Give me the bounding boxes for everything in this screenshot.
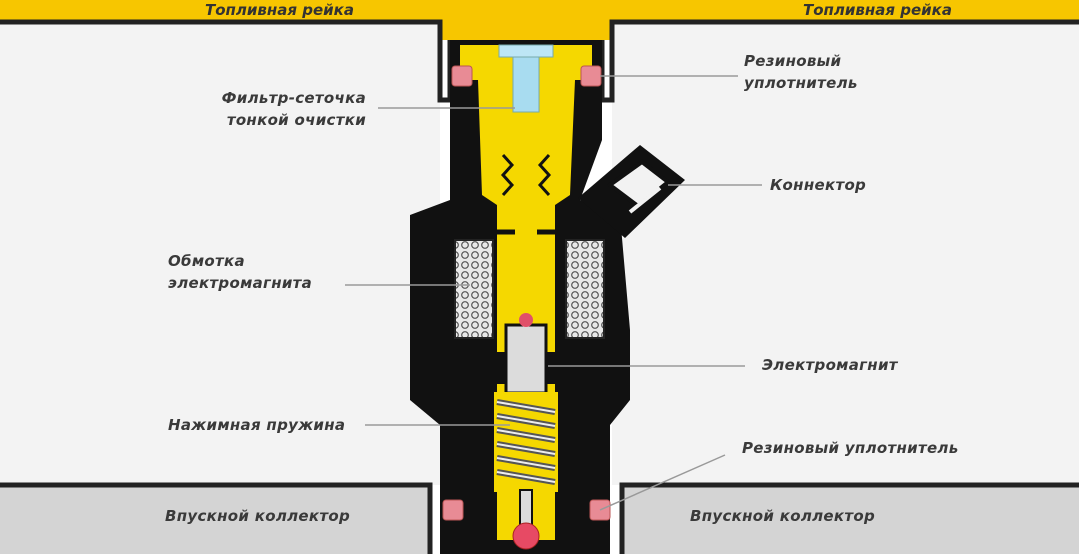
- wall-right: [612, 22, 1079, 485]
- rail-label-right: Топливная рейка: [803, 1, 952, 19]
- label-filter: Фильтр-сеточка тонкой очистки: [196, 87, 366, 131]
- label-filter-line2: тонкой очистки: [226, 111, 366, 129]
- label-seal-bottom: Резиновый уплотнитель: [742, 439, 959, 457]
- spring: [494, 392, 558, 492]
- connector: [578, 145, 685, 238]
- leader-lines: [345, 75, 762, 511]
- label-seal-top-line1: Резиновый: [744, 52, 842, 70]
- filter-mesh: [498, 44, 554, 113]
- label-seal-top-line2: уплотнитель: [744, 74, 858, 92]
- label-manifold-left: Впускной коллектор: [165, 507, 350, 525]
- manifold-outline: [0, 482, 1079, 554]
- label-coil-line2: электромагнита: [168, 274, 313, 292]
- label-spring: Нажимная пружина: [168, 416, 346, 434]
- label-connector: Коннектор: [770, 176, 867, 194]
- manifold-right: [622, 485, 1079, 554]
- wall-left: [0, 22, 440, 485]
- label-coil-line1: Обмотка: [168, 252, 245, 270]
- armature: [488, 313, 564, 395]
- fuel-channel: [460, 45, 592, 540]
- label-manifold-right: Впускной коллектор: [690, 507, 875, 525]
- thread: [500, 153, 552, 197]
- rail-label-left: Топливная рейка: [205, 1, 354, 19]
- coil-left: [454, 239, 494, 339]
- label-coil: Обмотка электромагнита: [168, 250, 312, 294]
- label-filter-line1: Фильтр-сеточка: [221, 89, 366, 107]
- needle-ball: [512, 522, 540, 550]
- manifold-left: [0, 485, 430, 554]
- coil-right: [565, 239, 605, 339]
- label-electromagnet: Электромагнит: [762, 356, 898, 374]
- label-seal-top: Резиновый уплотнитель: [744, 50, 858, 94]
- fuel-rail-neck: [440, 0, 612, 40]
